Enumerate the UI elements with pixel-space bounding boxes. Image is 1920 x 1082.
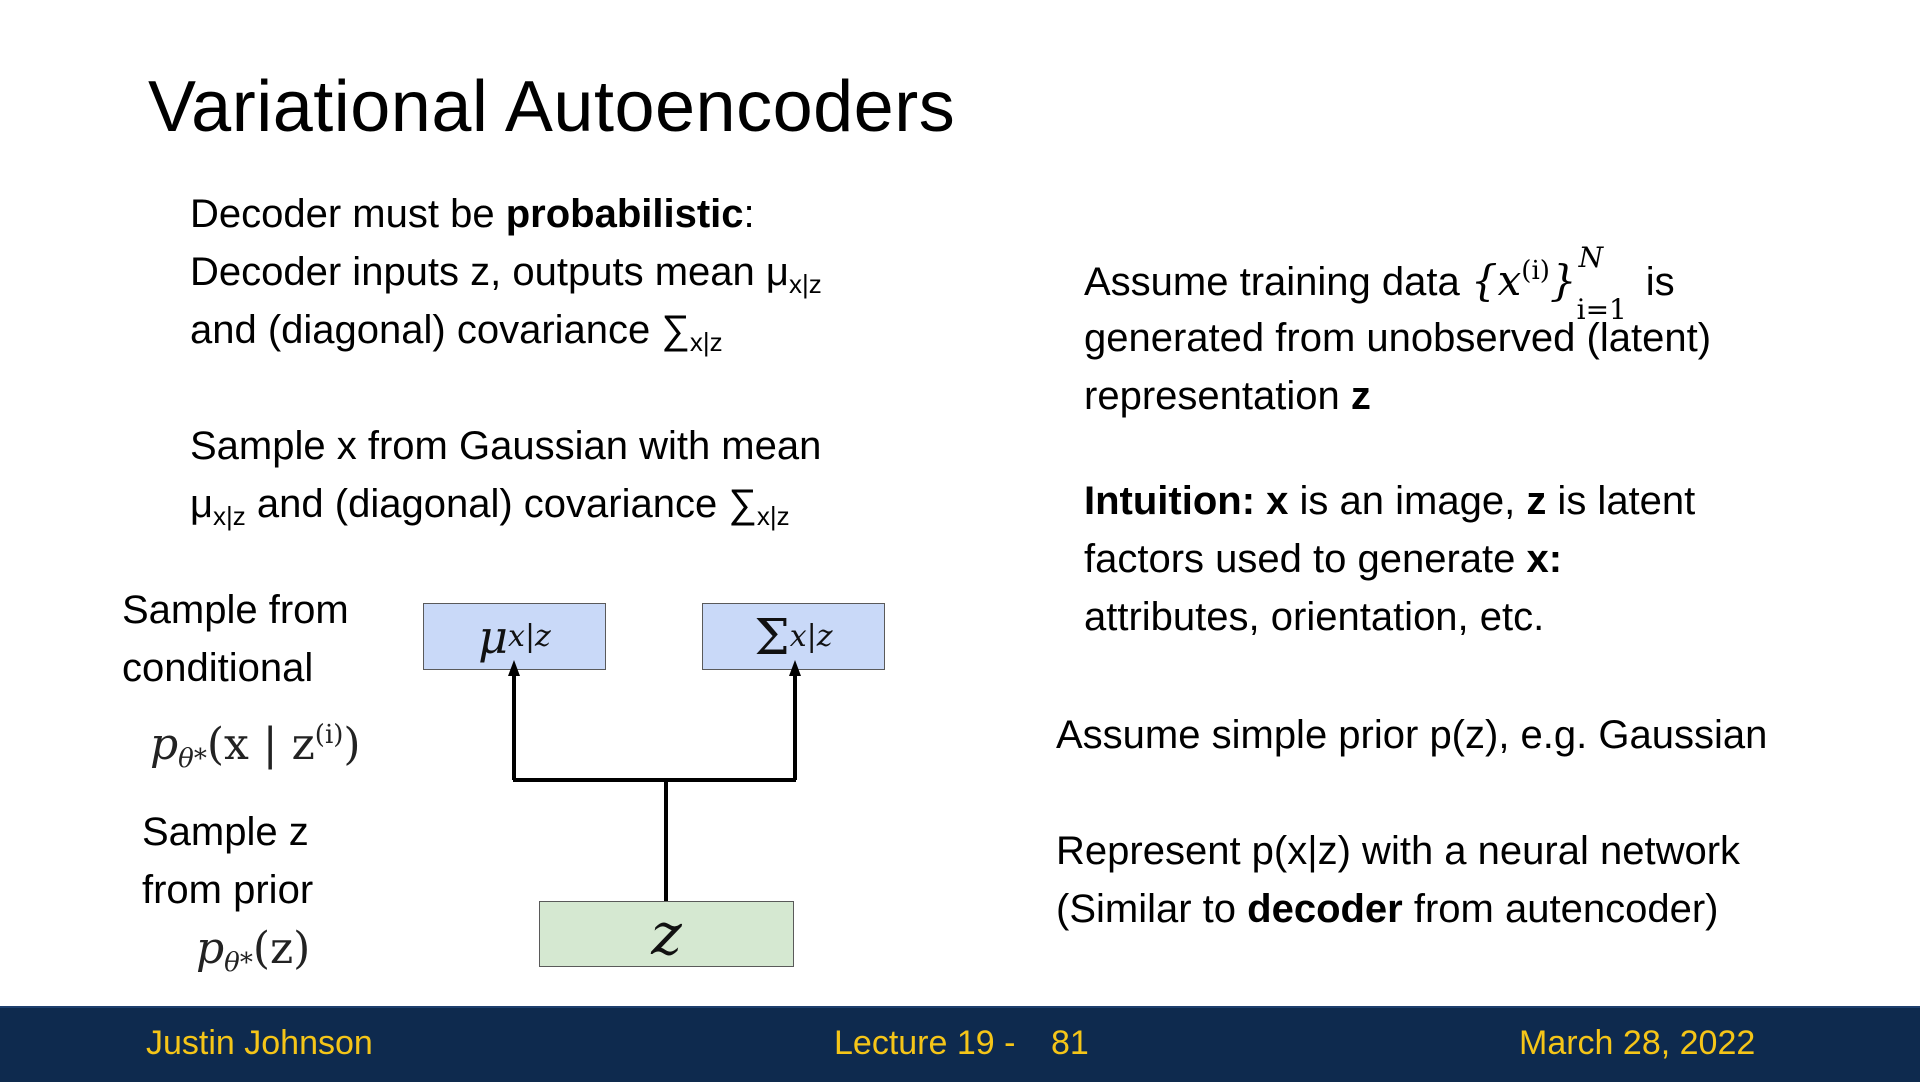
latent-factors-line: factors used to generate x: — [1084, 537, 1563, 581]
prior-formula: pθ*(z) — [196, 923, 311, 978]
arrow-head-sigma — [789, 660, 801, 676]
footer-bar: Justin Johnson Lecture 19 - 81 March 28,… — [0, 1006, 1920, 1082]
prior-assumption-line: Assume simple prior p(z), e.g. Gaussian — [1056, 713, 1768, 757]
probabilistic-emphasis: probabilistic — [505, 192, 744, 236]
sample-x-mean-line: μx|z and (diagonal) covariance ∑x|z — [190, 482, 790, 531]
sample-x-line: Sample x from Gaussian with mean — [190, 424, 822, 468]
cond-label-line1: Sample from — [122, 588, 349, 632]
attributes-line: attributes, orientation, etc. — [1084, 595, 1545, 639]
arrow-head-mu — [508, 660, 520, 676]
prior-label-line1: Sample z — [142, 810, 309, 854]
cond-label-line2: conditional — [122, 646, 314, 690]
slide-title: Variational Autoencoders — [148, 67, 956, 147]
cond-formula: pθ*(x | z(i)) — [150, 719, 361, 774]
generated-latent-line: generated from unobserved (latent) — [1084, 316, 1712, 360]
representation-line: representation z — [1084, 374, 1371, 418]
footer-author: Justin Johnson — [146, 1024, 373, 1062]
footer-page-number: 81 — [1051, 1024, 1089, 1062]
z-box: z — [539, 900, 794, 968]
footer-date: March 28, 2022 — [1519, 1024, 1756, 1062]
intuition-line: Intuition: x is an image, z is latent — [1084, 479, 1696, 523]
decoder-similar-line: (Similar to decoder from autencoder) — [1056, 887, 1719, 931]
footer-lecture: Lecture 19 - — [834, 1024, 1016, 1062]
decoder-covariance-line: and (diagonal) covariance ∑x|z — [190, 308, 723, 357]
arrow-lines — [512, 676, 797, 901]
neural-network-line: Represent p(x|z) with a neural network — [1056, 829, 1741, 873]
decoder-probabilistic-line: Decoder must be probabilistic: — [190, 192, 755, 236]
prior-label-line2: from prior — [142, 868, 314, 912]
decoder-inputs-line: Decoder inputs z, outputs mean μx|z — [190, 250, 822, 299]
